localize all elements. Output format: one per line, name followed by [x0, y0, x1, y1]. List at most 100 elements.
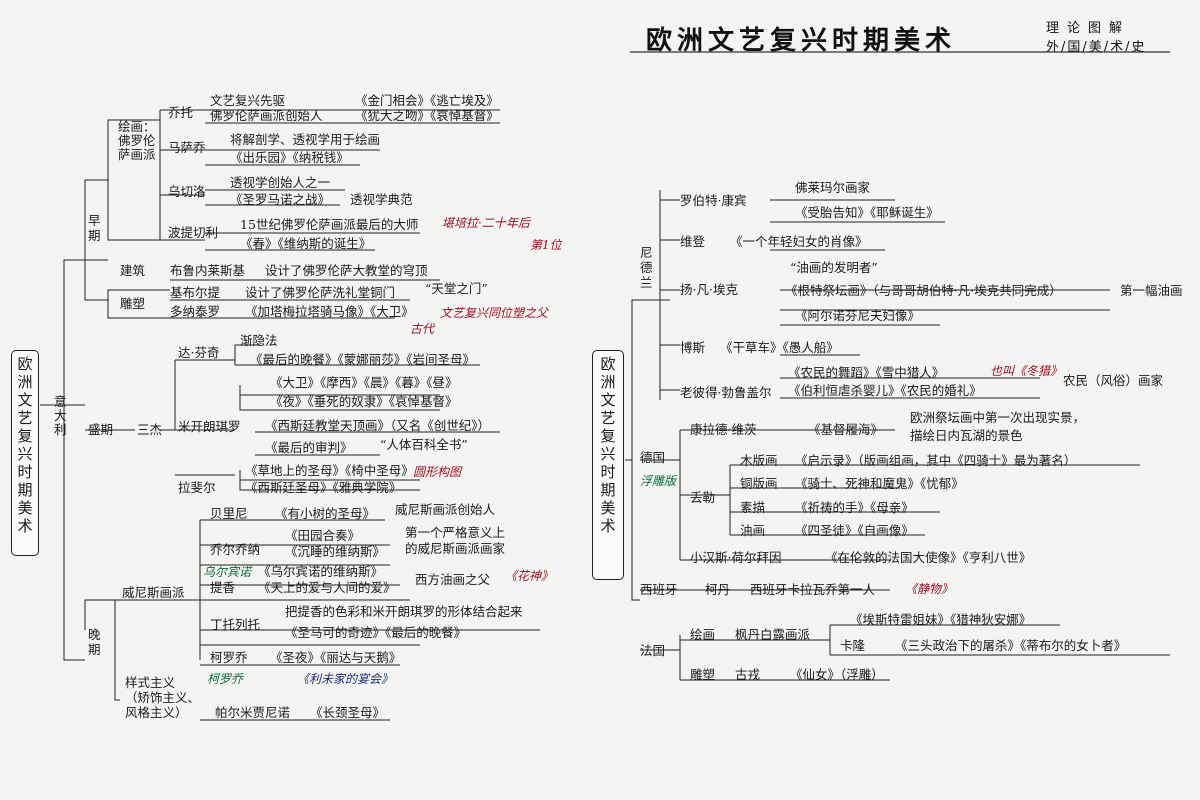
brunelleschi-desc: 设计了佛罗伦萨大教堂的穹顶: [265, 263, 428, 278]
holbein-works: 《在伦敦的法国大使像》《亨利八世》: [825, 550, 1032, 565]
category-sculpture: 雕塑: [120, 296, 146, 311]
fontainebleau-works: 《埃斯特雷姐妹》《猎神狄安娜》: [850, 612, 1032, 627]
country-spain: 西班牙: [640, 582, 678, 597]
durer-oil-works: 《四圣徒》《自画像》: [795, 523, 914, 538]
masaccio-desc: 将解剖学、透视学用于绘画: [230, 132, 381, 147]
country-italy: 意大利: [54, 394, 67, 437]
venetian-underlines: [199, 519, 540, 666]
campin-works: 《受胎告知》《耶稣诞生》: [795, 205, 939, 220]
michelangelo-note: “人体百科全书”: [380, 437, 468, 452]
bellini-works: 《有小树的圣母》: [275, 506, 376, 521]
handwritten-note: 浮雕版: [640, 474, 677, 488]
germany-connector: [640, 429, 1140, 560]
botticelli-desc: 15世纪佛罗伦萨画派最后的大师: [240, 217, 419, 232]
durer-drawing: 素描: [740, 500, 766, 515]
painter-tintoretto: 丁托列托: [210, 617, 261, 632]
masaccio-works: 《出乐园》《纳税钱》: [230, 150, 349, 165]
michelangelo-works-2: 《夜》《垂死的奴隶》《哀悼基督》: [270, 394, 458, 409]
clouet-works: 《三头政治下的屠杀》《蒂布尔的女卜者》: [895, 638, 1127, 653]
durer-woodcut: 木版画: [740, 453, 778, 468]
handwritten-note: 《利未家的宴会》: [297, 672, 394, 686]
handwritten-note: 文艺复兴同位塑之父: [440, 306, 549, 320]
handwritten-note: 柯罗乔: [207, 672, 244, 686]
right-root-connector: [625, 299, 670, 601]
country-netherlands: 尼德兰: [640, 245, 653, 290]
painter-bellini: 贝里尼: [210, 506, 248, 521]
painting-connector: [107, 119, 160, 241]
witz-note-2: 描绘日内瓦湖的景色: [910, 428, 1023, 443]
durer-copper: 铜版画: [740, 476, 778, 491]
eyck-first-oil: 第一幅油画: [1120, 283, 1183, 298]
giorgione-note-2: 的威尼斯画派画家: [405, 541, 506, 556]
eyck-works-2: 《阿尔诺芬尼夫妇像》: [795, 308, 921, 323]
painter-bosch: 博斯: [680, 340, 706, 355]
country-france: 法国: [640, 643, 666, 658]
giorgione-works-2: 《沉睡的维纳斯》: [285, 544, 386, 559]
mannerism-3: 风格主义）: [125, 705, 188, 720]
france-painting: 绘画: [690, 627, 716, 642]
mannerism-1: 样式主义: [125, 675, 176, 690]
giotto-desc-2: 佛罗伦萨画派创始人: [210, 108, 323, 123]
france-sculpture: 雕塑: [690, 667, 716, 682]
bruegel-works-1: 《农民的舞蹈》《雪中猎人》: [788, 365, 945, 380]
bruegel-note: 农民（风俗）画家: [1063, 373, 1164, 388]
mannerism-2: （矫饰主义、: [125, 690, 201, 705]
country-germany: 德国: [640, 450, 666, 465]
titian-note: 西方油画之父: [415, 572, 491, 587]
durer-copper-works: 《骑士、死神和魔鬼》《忧郁》: [795, 476, 964, 491]
botticelli-works: 《春》《维纳斯的诞生》: [240, 236, 372, 251]
painter-durer: 丢勒: [690, 490, 716, 505]
durer-oil: 油画: [740, 523, 766, 538]
uccello-works: 《圣罗马诺之战》: [230, 192, 331, 207]
category-painting-florence: 绘画：佛罗伦萨画派: [118, 119, 156, 162]
master-raphael: 拉斐尔: [178, 480, 216, 495]
michelangelo-works-3: 《西斯廷教堂天顶画》（又名《创世纪》）: [265, 418, 491, 433]
sculpture-connector: [107, 289, 170, 319]
durer-woodcut-works: 《启示录》（版画组画，其中《四骑士》最为著名）: [795, 453, 1077, 468]
giorgione-works-1: 《田园合奏》: [285, 528, 361, 543]
campin-desc: 佛莱玛尔画家: [795, 180, 871, 195]
period-late: 晚期: [88, 627, 101, 657]
period-high: 盛期: [88, 422, 114, 437]
bellini-note: 威尼斯画派创始人: [395, 502, 496, 517]
painter-bruegel: 老彼得·勃鲁盖尔: [680, 385, 772, 400]
tintoretto-desc: 把提香的色彩和米开朗琪罗的形体结合起来: [285, 604, 523, 619]
sculptor-goujon: 古戎: [735, 667, 761, 682]
veronese-works: 《圣夜》《丽达与天鹅》: [270, 650, 402, 665]
coello-desc: 西班牙卡拉瓦乔第一人: [750, 582, 876, 597]
sculptor-ghiberti: 基布尔提: [170, 285, 221, 300]
michelangelo-works-4: 《最后的审判》: [265, 440, 353, 455]
painter-titian: 提香: [210, 580, 236, 595]
page-title: 欧洲文艺复兴时期美术: [646, 26, 957, 56]
leonardo-desc: 渐隐法: [240, 333, 278, 348]
painter-uccello: 乌切洛: [168, 184, 206, 199]
goujon-works: 《仙女》（浮雕）: [790, 667, 884, 682]
ghiberti-note: “天堂之门”: [425, 281, 488, 296]
tintoretto-works: 《圣马可的奇迹》《最后的晚餐》: [285, 625, 467, 640]
painter-parmigianino: 帕尔米贾尼诺: [215, 705, 291, 720]
painter-coello: 柯丹: [705, 582, 731, 597]
raphael-works-1: 《草地上的圣母》《椅中圣母》: [245, 463, 414, 478]
giorgione-note-1: 第一个严格意义上: [405, 525, 506, 540]
bosch-works: 《干草车》《愚人船》: [720, 340, 839, 355]
ghiberti-desc: 设计了佛罗伦萨洗礼堂铜门: [245, 285, 396, 300]
durer-drawing-works: 《祈祷的手》《母亲》: [795, 500, 914, 515]
eyck-works-1: 《根特祭坛画》（与哥哥胡伯特·凡·埃克共同完成）: [785, 283, 1062, 298]
giotto-works-1: 《金门相会》《逃亡埃及》: [355, 93, 499, 108]
weyden-works: 《一个年轻妇女的肖像》: [730, 234, 868, 249]
donatello-works: 《加塔梅拉塔骑马像》《大卫》: [245, 304, 414, 319]
handwritten-note: 乌尔宾诺: [203, 565, 252, 579]
painter-giorgione: 乔尔乔纳: [210, 542, 261, 557]
left-root-connector: [40, 259, 85, 661]
witz-note-1: 欧洲祭坛画中第一次出现实景，: [910, 410, 1086, 425]
uccello-desc: 透视学创始人之一: [230, 175, 331, 190]
witz-works: 《基督履海》: [808, 422, 884, 437]
painter-holbein: 小汉斯·荷尔拜因: [690, 550, 782, 565]
handwritten-note: 第1位: [530, 238, 562, 252]
sculpture-underlines: [170, 279, 440, 319]
netherlands-underlines: [770, 199, 1110, 399]
raphael-works-2: 《西斯廷圣母》《雅典学院》: [245, 480, 402, 495]
eyck-note: “油画的发明者”: [790, 260, 878, 275]
school-venetian: 威尼斯画派: [122, 585, 185, 600]
